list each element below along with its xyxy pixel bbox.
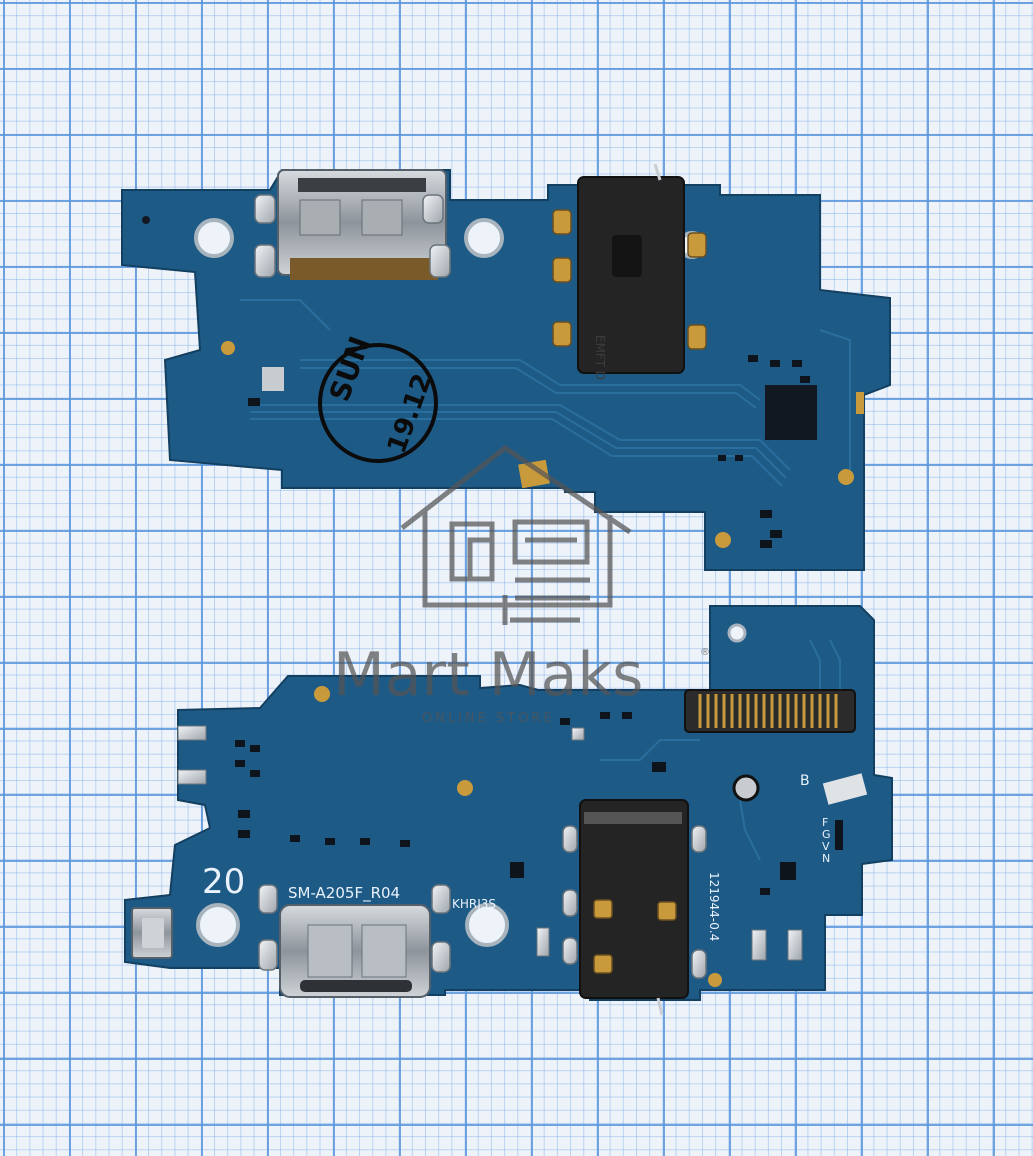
top-small-components	[248, 355, 810, 548]
top-hole-left	[194, 218, 234, 258]
watermark: Mart Maks ® ONLINE STORE	[333, 444, 710, 726]
bottom-antenna-socket	[732, 774, 760, 802]
top-usb-port	[277, 169, 447, 280]
board-letter-g: G	[822, 828, 831, 841]
top-hole-mid	[464, 218, 504, 258]
bottom-small-components	[235, 712, 843, 895]
bottom-jack-pads	[593, 899, 677, 974]
board-side-code: 121944-0.4	[707, 872, 721, 941]
top-ic-chip	[765, 385, 817, 440]
top-audio-jack: EMFT D	[577, 163, 685, 380]
watermark-brand: Mart Maks	[333, 640, 643, 710]
bottom-hole-left	[196, 903, 240, 947]
top-board-pcb	[121, 169, 891, 571]
bottom-side-pads	[562, 825, 707, 979]
top-board: EMFT D SUN 19.12	[121, 163, 891, 571]
bottom-b2b-connector	[684, 689, 856, 733]
top-usb-pads	[254, 194, 451, 278]
top-gold-pad	[262, 367, 284, 391]
board-letter-v: V	[822, 840, 830, 853]
watermark-sub: ONLINE STORE	[422, 711, 555, 726]
bottom-board: 20 SM-A205F_R04 KHRJ3S 121944-0.4 B F G …	[124, 605, 893, 1016]
board-letter-f: F	[822, 816, 828, 829]
bottom-caps	[177, 725, 803, 961]
bottom-traces	[600, 639, 841, 861]
board-code: KHRJ3S	[452, 897, 496, 911]
top-traces	[240, 299, 851, 487]
board-model: SM-A205F_R04	[288, 884, 400, 903]
bottom-usb-port	[279, 904, 431, 998]
bottom-microphone	[131, 907, 173, 959]
watermark-registered: ®	[700, 647, 710, 658]
watermark-house-icon	[400, 444, 632, 625]
board-letter-b: B	[800, 773, 810, 789]
bottom-usb-pads	[258, 884, 451, 973]
board-letter-n: N	[822, 852, 830, 865]
top-jack-label: EMFT D	[593, 335, 607, 380]
top-jack-pads	[552, 209, 707, 350]
bottom-hole-mid	[465, 903, 509, 947]
bottom-audio-jack	[579, 799, 689, 1016]
board-number: 20	[202, 862, 245, 902]
